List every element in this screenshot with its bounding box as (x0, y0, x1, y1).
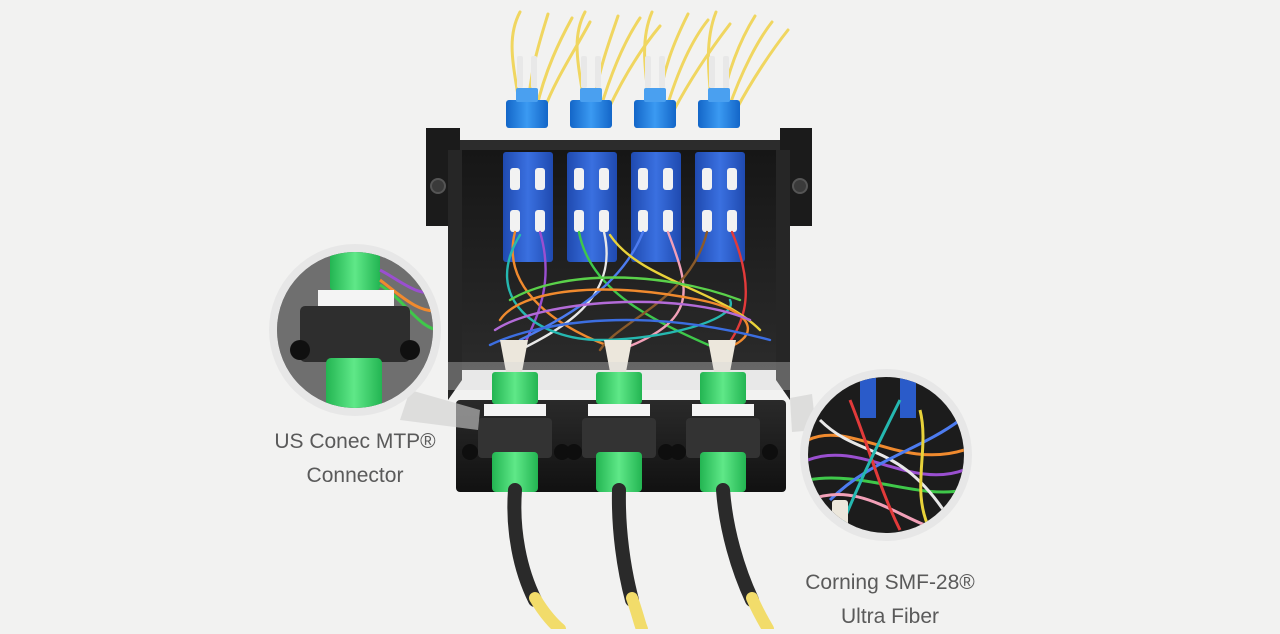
fiber-caption: Corning SMF-28® Ultra Fiber (770, 566, 1010, 634)
caption-line-2: Connector (306, 464, 404, 487)
left-callout-wedge (400, 390, 480, 430)
mtp-connector-zoom-icon (269, 244, 441, 416)
mtp-boots (500, 340, 736, 372)
trunk-cables (507, 483, 774, 629)
caption-line-1: US Conec MTP® (274, 430, 436, 453)
caption-line-1: Corning SMF-28® (805, 571, 975, 594)
mtp-connector-caption: US Conec MTP® Connector (240, 425, 470, 493)
caption-line-2: Ultra Fiber (840, 605, 940, 628)
fiber-bundle-zoom-icon (800, 369, 972, 541)
sc-adapters-top (506, 56, 740, 128)
internal-colored-fibers (488, 230, 772, 362)
front-panel (456, 372, 786, 492)
